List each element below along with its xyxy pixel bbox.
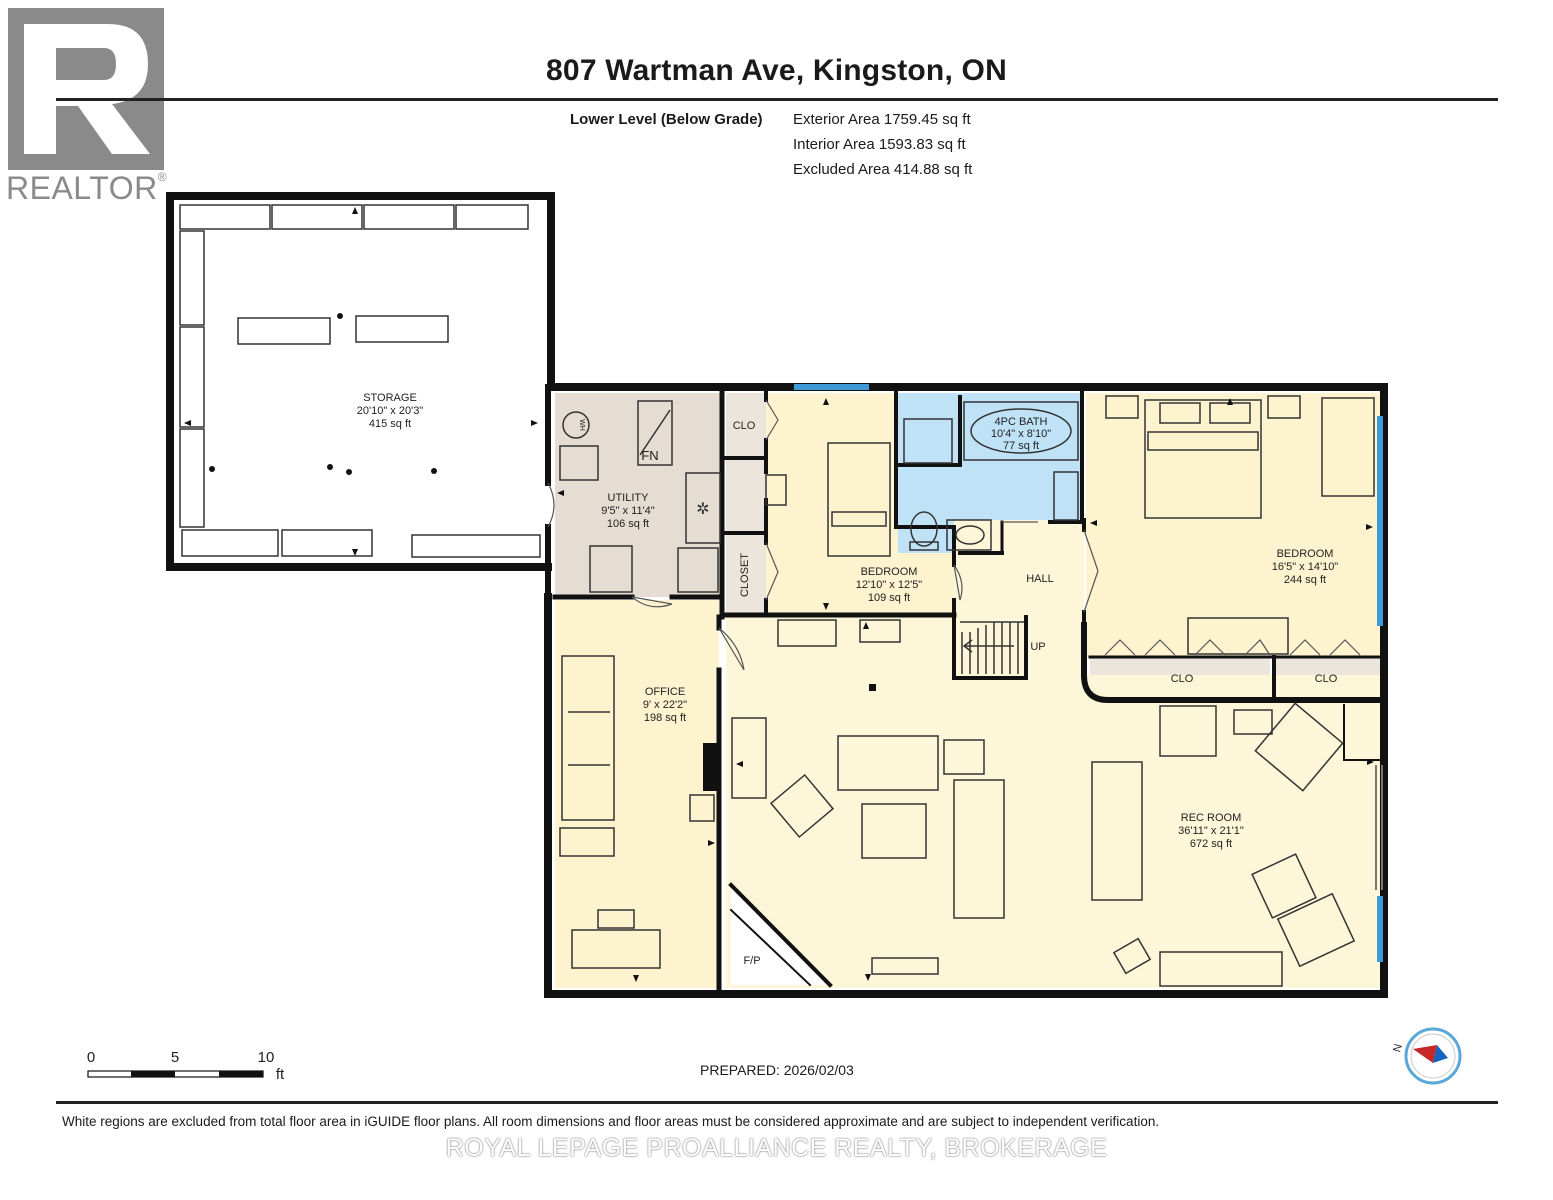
- closet-middle: [726, 460, 766, 532]
- closet-bottom-label: CLOSET: [739, 553, 751, 597]
- utility-area: 106 sq ft: [607, 518, 649, 530]
- bedroom-large-label: BEDROOM: [1277, 548, 1334, 560]
- utility-dims: 9'5" x 11'4": [601, 505, 654, 517]
- bath-dims: 10'4" x 8'10": [991, 428, 1051, 440]
- bedroom-large-dims: 16'5" x 14'10": [1272, 561, 1339, 573]
- office-room: [555, 600, 719, 988]
- prepared-date: PREPARED: 2026/02/03: [700, 1062, 854, 1078]
- disclaimer-text: White regions are excluded from total fl…: [62, 1114, 1160, 1129]
- closet-bedroom-left-label: CLO: [1171, 673, 1194, 685]
- furnace-label: FN: [641, 448, 658, 463]
- scale-tick-10: 10: [258, 1049, 275, 1066]
- interior-area: Interior Area 1593.83 sq ft: [793, 136, 966, 153]
- bedroom-small-dims: 12'10" x 12'5": [856, 579, 923, 591]
- storage-dims: 20'10" x 20'3": [357, 405, 424, 417]
- stairs-up-label: UP: [1030, 641, 1045, 653]
- footer-divider: [56, 1101, 1498, 1104]
- level-label: Lower Level (Below Grade): [570, 111, 763, 128]
- bedroom-large: [1086, 393, 1380, 657]
- scale-unit: ft: [276, 1066, 285, 1083]
- north-arrow-icon: N: [1391, 1027, 1462, 1085]
- bedroom-small-label: BEDROOM: [861, 566, 918, 578]
- brokerage-watermark: ROYAL LEPAGE PROALLIANCE REALTY, BROKERA…: [445, 1134, 1108, 1162]
- hall-label: HALL: [1026, 573, 1054, 585]
- office-label: OFFICE: [645, 686, 685, 698]
- bedroom-large-area: 244 sq ft: [1284, 574, 1326, 586]
- utility-label: UTILITY: [608, 492, 650, 504]
- page-title: 807 Wartman Ave, Kingston, ON: [546, 54, 1007, 87]
- fireplace-label: F/P: [743, 955, 760, 967]
- snowflake-icon: ✲: [696, 501, 709, 518]
- header-divider: [56, 98, 1498, 101]
- rec-room-dims: 36'11" x 21'1": [1178, 825, 1244, 837]
- bath-label: 4PC BATH: [995, 416, 1048, 428]
- water-heater-label: WH: [578, 419, 585, 431]
- scale-tick-0: 0: [87, 1049, 95, 1066]
- closet-bottom: [726, 535, 766, 613]
- bedroom-small-area: 109 sq ft: [868, 592, 910, 604]
- bath-area: 77 sq ft: [1003, 440, 1039, 452]
- rec-room-label: REC ROOM: [1181, 812, 1242, 824]
- realtor-logo-icon: [8, 8, 164, 170]
- office-area: 198 sq ft: [644, 712, 686, 724]
- exterior-area: Exterior Area 1759.45 sq ft: [793, 111, 971, 128]
- closet-top-label: CLO: [733, 420, 756, 432]
- scale-tick-5: 5: [171, 1049, 179, 1066]
- excluded-area: Excluded Area 414.88 sq ft: [793, 161, 973, 178]
- office-dims: 9' x 22'2": [643, 699, 687, 711]
- compass-label: N: [1391, 1043, 1405, 1054]
- storage-room: [172, 198, 548, 564]
- closet-bedroom-right-label: CLO: [1315, 673, 1338, 685]
- closet-top: [726, 393, 766, 457]
- rec-room-area: 672 sq ft: [1190, 838, 1232, 850]
- storage-label: STORAGE: [363, 392, 417, 404]
- bedroom-small: [766, 393, 896, 613]
- storage-area: 415 sq ft: [369, 418, 411, 430]
- realtor-wordmark: REALTOR®: [6, 170, 168, 206]
- scale-bar: 0 5 10 ft: [87, 1049, 285, 1083]
